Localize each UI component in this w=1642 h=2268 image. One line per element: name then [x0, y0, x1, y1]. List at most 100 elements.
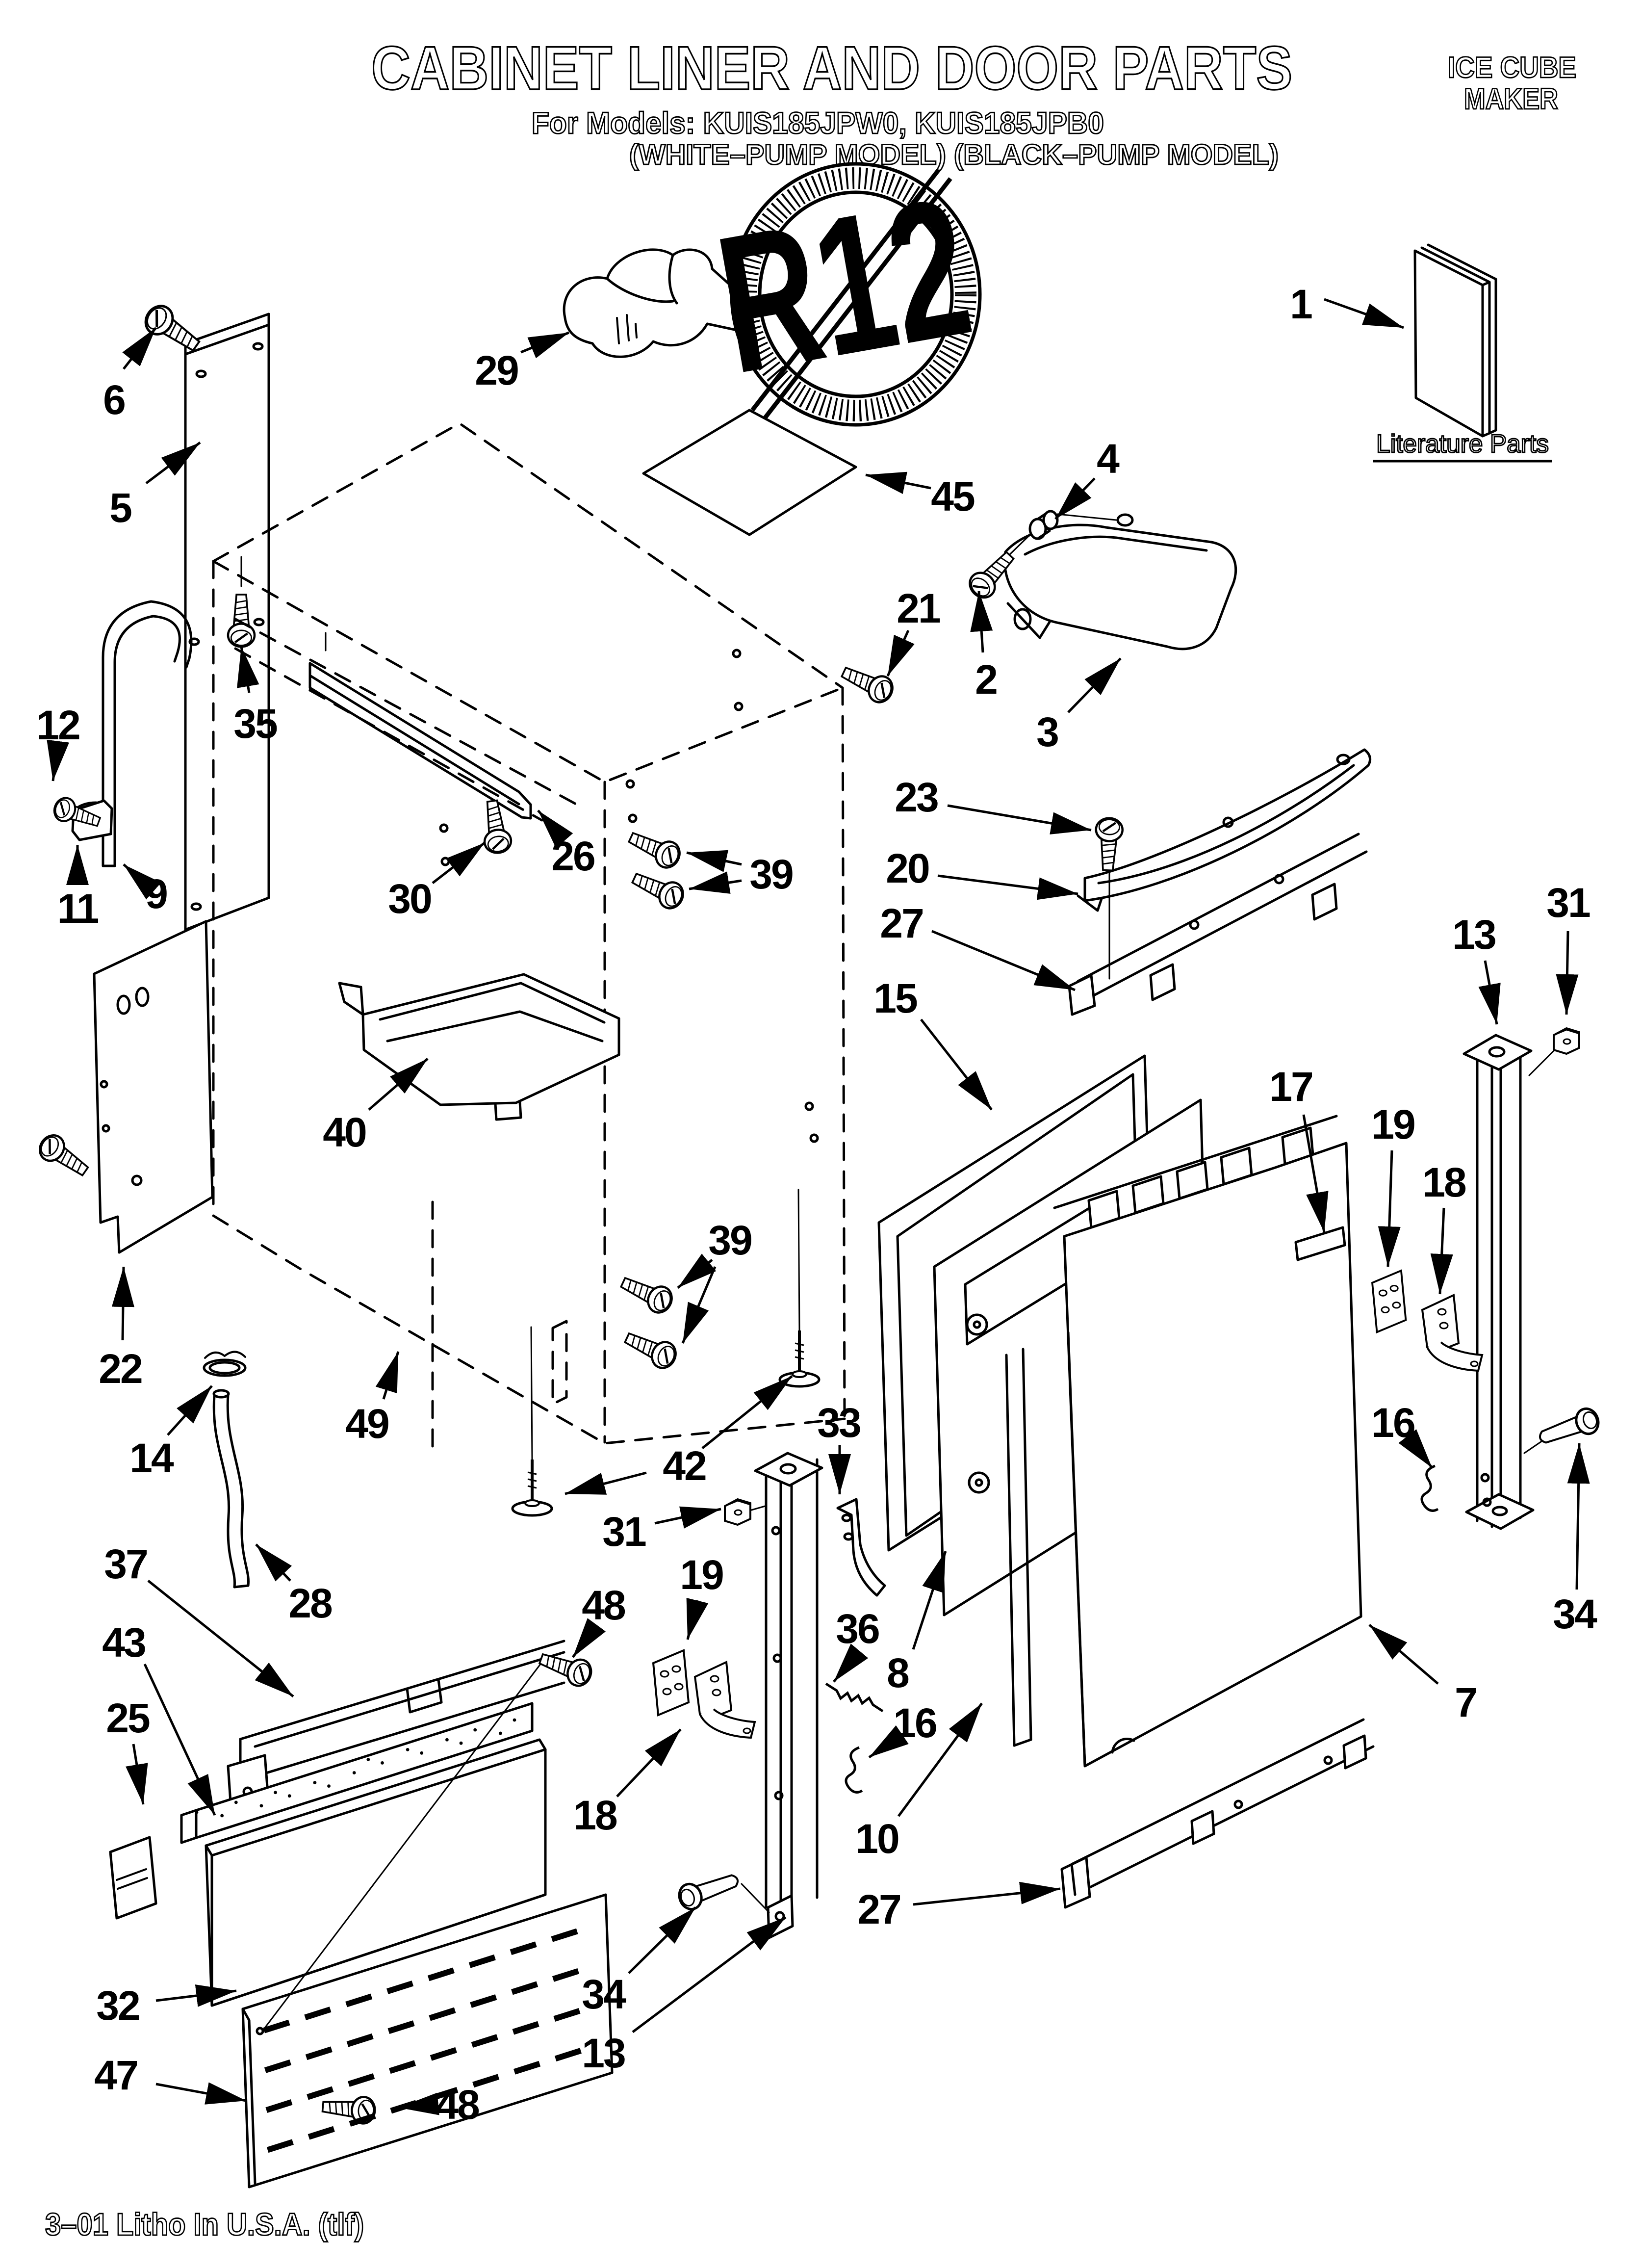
callout-1-label: 1	[1290, 281, 1312, 327]
callout-2-label: 2	[975, 656, 997, 703]
callout-arrow-19	[686, 1597, 709, 1640]
callout-arrow-23	[947, 804, 1092, 834]
grille-slot	[304, 2007, 332, 2020]
label-sheet	[642, 409, 857, 536]
foam-speckle	[459, 1741, 463, 1745]
callout-23-label: 23	[895, 774, 938, 820]
side-panel	[184, 313, 270, 931]
bolt-34-center	[676, 1868, 742, 1912]
callout-arrow-39	[677, 1253, 717, 1289]
callout-36-label: 36	[836, 1606, 879, 1652]
callout-arrow-15	[920, 1018, 993, 1111]
callout-39-label: 39	[708, 1217, 751, 1263]
grille-slot	[307, 2086, 334, 2100]
callout-arrow-39	[686, 850, 742, 872]
callout-arrow-13	[632, 1916, 787, 2033]
header: CABINET LINER AND DOOR PARTS For Models:…	[370, 33, 1577, 171]
door-liner-tabs	[1053, 1115, 1338, 1229]
callout-arrow-26	[537, 809, 573, 848]
callout-47-label: 47	[94, 2052, 137, 2098]
callout-arrow-48	[571, 1618, 606, 1658]
callout-arrow-40	[368, 1058, 429, 1111]
callout-17-label: 17	[1269, 1064, 1312, 1110]
callout-arrow-42	[701, 1375, 793, 1449]
callout-6-label: 6	[103, 377, 125, 423]
grille-slot	[427, 1967, 455, 1981]
callout-arrow-22	[111, 1266, 134, 1341]
grille-slot	[308, 2126, 335, 2140]
variant-line: (WHITE–PUMP MODEL) (BLACK–PUMP MODEL)	[629, 139, 1279, 171]
bracket-18-right	[1421, 1294, 1483, 1372]
callout-22-label: 22	[99, 1346, 142, 1392]
callout-arrow-1	[1324, 298, 1404, 329]
grille-slot	[470, 1994, 497, 2008]
leveler-axis-right	[797, 1189, 800, 1331]
callout-40-label: 40	[323, 1109, 366, 1155]
foam-speckle	[313, 1781, 317, 1785]
callout-arrow-8	[912, 1551, 947, 1650]
screw-39-a2	[629, 866, 687, 912]
callout-3-label: 3	[1036, 709, 1058, 755]
callout-arrow-48	[398, 2092, 439, 2115]
grille-slot	[386, 1981, 414, 1994]
callout-arrow-36	[833, 1643, 869, 1683]
callout-27-label: 27	[880, 900, 923, 946]
grille-screw-leader	[261, 1663, 541, 2032]
callout-35-label: 35	[233, 701, 277, 747]
lower-left-panel	[93, 920, 214, 1254]
screw-39-a1	[625, 825, 684, 871]
callout-10-label: 10	[855, 1816, 898, 1862]
page-title: CABINET LINER AND DOOR PARTS	[371, 34, 1292, 103]
callout-4-label: 4	[1097, 436, 1120, 482]
door-trim-top	[1068, 833, 1368, 1016]
callout-arrow-17	[1302, 1114, 1329, 1233]
callout-13-label: 13	[582, 2030, 625, 2076]
drain-tube	[102, 600, 193, 867]
callout-arrow-30	[432, 842, 486, 884]
callout-arrow-18	[616, 1728, 682, 1798]
grille-slot	[471, 2034, 498, 2048]
bolt-34a-leader	[741, 1883, 770, 1913]
drain-hose	[212, 1389, 250, 1589]
callout-arrow-39	[689, 871, 742, 894]
callout-9-label: 9	[145, 871, 167, 917]
callout-11-label: 11	[57, 886, 99, 932]
corner-title-line2: MAKER	[1464, 82, 1558, 115]
leveler-right	[780, 1330, 819, 1386]
callout-arrow-3	[1067, 657, 1122, 713]
grille-clip	[109, 1836, 157, 1920]
callout-arrow-6	[122, 327, 157, 370]
grille-slot	[387, 2020, 415, 2034]
callout-43-label: 43	[102, 1619, 145, 1666]
grille-slot	[554, 2048, 582, 2062]
callout-arrow-32	[155, 1984, 237, 2007]
grille-slot	[264, 2059, 292, 2073]
callout-arrow-37	[147, 1580, 294, 1697]
callout-arrow-14	[167, 1385, 213, 1436]
callout-arrow-39	[681, 1266, 717, 1344]
screw-48-center	[537, 1646, 594, 1689]
callout-arrow-49	[375, 1351, 400, 1400]
foam-speckle	[406, 1747, 410, 1751]
bolt-34-right	[1536, 1406, 1602, 1450]
foam-speckle	[352, 1771, 356, 1774]
callout-12-label: 12	[36, 702, 79, 748]
foam-speckle	[287, 1794, 291, 1798]
callout-arrow-9	[123, 863, 161, 900]
callout-21-label: 21	[897, 585, 940, 631]
grille-slot	[348, 2073, 375, 2087]
callout-arrow-7	[1368, 1624, 1439, 1685]
callout-arrow-42	[564, 1471, 647, 1495]
foam-speckle	[366, 1758, 370, 1761]
foam-speckle	[513, 1718, 516, 1722]
callout-33-label: 33	[817, 1400, 860, 1446]
grille-slot	[430, 2047, 457, 2061]
callout-arrow-27	[931, 930, 1076, 991]
spring-36	[826, 1684, 883, 1711]
grille-slot	[468, 1954, 496, 1968]
litho-line: 3–01 Litho In U.S.A. (tlf)	[45, 2207, 364, 2242]
foam-speckle	[445, 1738, 449, 1742]
grille-slot	[345, 1993, 373, 2007]
top-rail	[308, 632, 532, 820]
